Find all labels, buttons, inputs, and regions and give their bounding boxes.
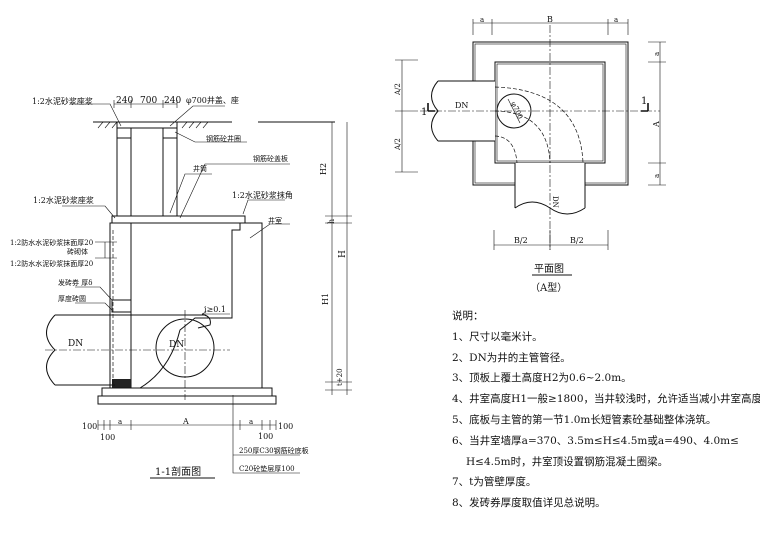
dim-240-right: 240 xyxy=(164,96,181,106)
plan-dimensions xyxy=(395,19,666,250)
dim-a-left: a xyxy=(118,418,122,426)
brick-arch xyxy=(111,299,132,313)
vertical-dimensions xyxy=(325,122,352,395)
note-item: 2、DN为井的主管管径。 xyxy=(452,351,571,364)
label-mortar-fillet: 1:2水泥砂浆抹角 xyxy=(232,190,293,200)
plan-dn-left: DN xyxy=(455,101,468,110)
cushion-layer xyxy=(97,395,277,405)
plan-dim-a-top: a xyxy=(653,52,661,56)
slope-arrow xyxy=(201,311,230,317)
dim-h1: H1 xyxy=(321,293,330,305)
note-item: 5、底板与主管的第一节1.0m长短管素砼基础整体浇筑。 xyxy=(452,413,717,426)
plan-dim-a-left: a xyxy=(480,16,484,24)
manhole-cover xyxy=(116,121,178,129)
label-dn-circle: DN xyxy=(169,340,184,350)
plan-pipe-left xyxy=(438,80,495,142)
plan-view: a B a a A/2 A/2 A a 1 1 DN φ700 DN B/2 B… xyxy=(394,15,666,294)
dim-A: A xyxy=(182,417,189,426)
note-item: 1、尺寸以毫米计。 xyxy=(452,330,543,343)
dim-240-left: 240 xyxy=(116,96,133,106)
section-marker-left xyxy=(427,103,435,112)
notes: 说明： 1、尺寸以毫米计。 2、DN为井的主管管径。 3、顶板上覆土高度H2为0… xyxy=(452,306,760,514)
dim-H: H xyxy=(338,250,348,258)
ground-hatch xyxy=(97,121,209,129)
label-rc-ring: 钢筋砼井圈 xyxy=(206,134,241,143)
section-mark-right: 1 xyxy=(641,96,647,107)
label-thick-ring: 厚度砖圆 xyxy=(58,294,86,303)
note-item: 4、井室高度H1一般≥1800，当井较浅时，允许适当减小井室高度。 xyxy=(452,393,760,406)
chamber-wall-right-bench xyxy=(138,222,263,389)
plan-dim-B2-left: B/2 xyxy=(514,236,528,245)
horizontal-dimension xyxy=(97,100,277,430)
rc-ring-left xyxy=(116,127,132,139)
section-view: 1:2水泥砂浆座浆 240 700 240 φ700井盖、座 钢筋砼井圈 井筒 … xyxy=(10,95,352,479)
dim-100-a: 100 xyxy=(82,422,97,431)
dim-a-right: a xyxy=(249,418,253,426)
plan-phi700: φ700 xyxy=(509,100,524,120)
note-item: H≤4.5m时，井室顶设置钢筋混凝土圈梁。 xyxy=(466,455,669,468)
leader-lines xyxy=(62,103,300,474)
dim-700: 700 xyxy=(140,96,157,106)
shaft-wall-left xyxy=(116,137,132,217)
label-shaft: 井筒 xyxy=(193,164,207,173)
section-mark-left: 1 xyxy=(421,107,427,118)
plan-dim-a-right: a xyxy=(614,16,618,24)
section-title: 1-1剖面图 xyxy=(155,465,201,478)
label-chamber: 井室 xyxy=(268,216,282,225)
shaft-wall-right xyxy=(162,137,178,217)
pipe-seal xyxy=(112,379,131,388)
base-slab xyxy=(101,387,273,397)
dim-100-b: 100 xyxy=(100,433,115,442)
plan-subtitle: （A型） xyxy=(530,281,567,294)
plan-dim-B: B xyxy=(547,15,553,24)
label-masonry: 砖砌体 xyxy=(67,247,88,256)
label-mortar-seat-mid: 1:2水泥砂浆座浆 xyxy=(33,195,94,205)
label-cover: φ700井盖、座 xyxy=(186,95,239,105)
label-base-slab: 250厚C30钢筋砼底板 xyxy=(239,446,309,455)
pipe-top xyxy=(55,314,211,329)
plan-bend-outer xyxy=(494,86,584,164)
rc-cover-slab xyxy=(111,215,246,224)
plan-pipe-bottom xyxy=(514,163,586,208)
dim-h2: H2 xyxy=(319,163,328,175)
label-cushion: C20砼垫层厚100 xyxy=(239,464,295,473)
note-item: 6、当井室墙厚a=370、3.5m≤H≤4.5m或a=490、4.0m≤ xyxy=(452,434,739,447)
rc-ring-right xyxy=(162,127,178,139)
plan-bend-inner xyxy=(494,135,518,164)
label-plaster-outer: 1:2防水水泥砂浆抹面厚20 xyxy=(10,238,93,247)
plan-dim-a-bottom: a xyxy=(653,174,661,178)
plan-title: 平面图 xyxy=(534,263,564,275)
label-rc-cover-slab: 钢筋砼盖板 xyxy=(253,154,288,163)
label-slope: i≥0.1 xyxy=(204,305,226,314)
notes-heading: 说明： xyxy=(452,310,484,322)
dim-h: h xyxy=(327,219,336,224)
dim-100-d: 100 xyxy=(278,422,293,431)
note-item: 8、发砖券厚度取值详见总说明。 xyxy=(452,497,606,510)
label-brick-arch: 发砖券 厚δ xyxy=(58,278,92,287)
plan-dim-A: A xyxy=(652,121,661,128)
plan-dim-B2-right: B/2 xyxy=(570,236,584,245)
label-mortar-seat-top: 1:2水泥砂浆座浆 xyxy=(32,96,93,106)
note-item: 3、顶板上覆土高度H2为0.6~2.0m。 xyxy=(452,372,632,385)
dim-100-c: 100 xyxy=(258,432,273,441)
label-dn-pipe: DN xyxy=(68,339,83,349)
section-marker-right xyxy=(641,103,649,112)
note-item: 7、t为管壁厚度。 xyxy=(452,476,537,489)
label-plaster-inner: 1:2防水水泥砂浆抹面厚20 xyxy=(10,259,93,268)
plan-dim-A2-top: A/2 xyxy=(394,83,402,96)
plan-bend-center xyxy=(494,110,551,164)
plan-dn-bottom: DN xyxy=(551,196,559,208)
plan-dim-A2-bottom: A/2 xyxy=(394,138,402,151)
dim-t20: t+20 xyxy=(336,368,344,386)
